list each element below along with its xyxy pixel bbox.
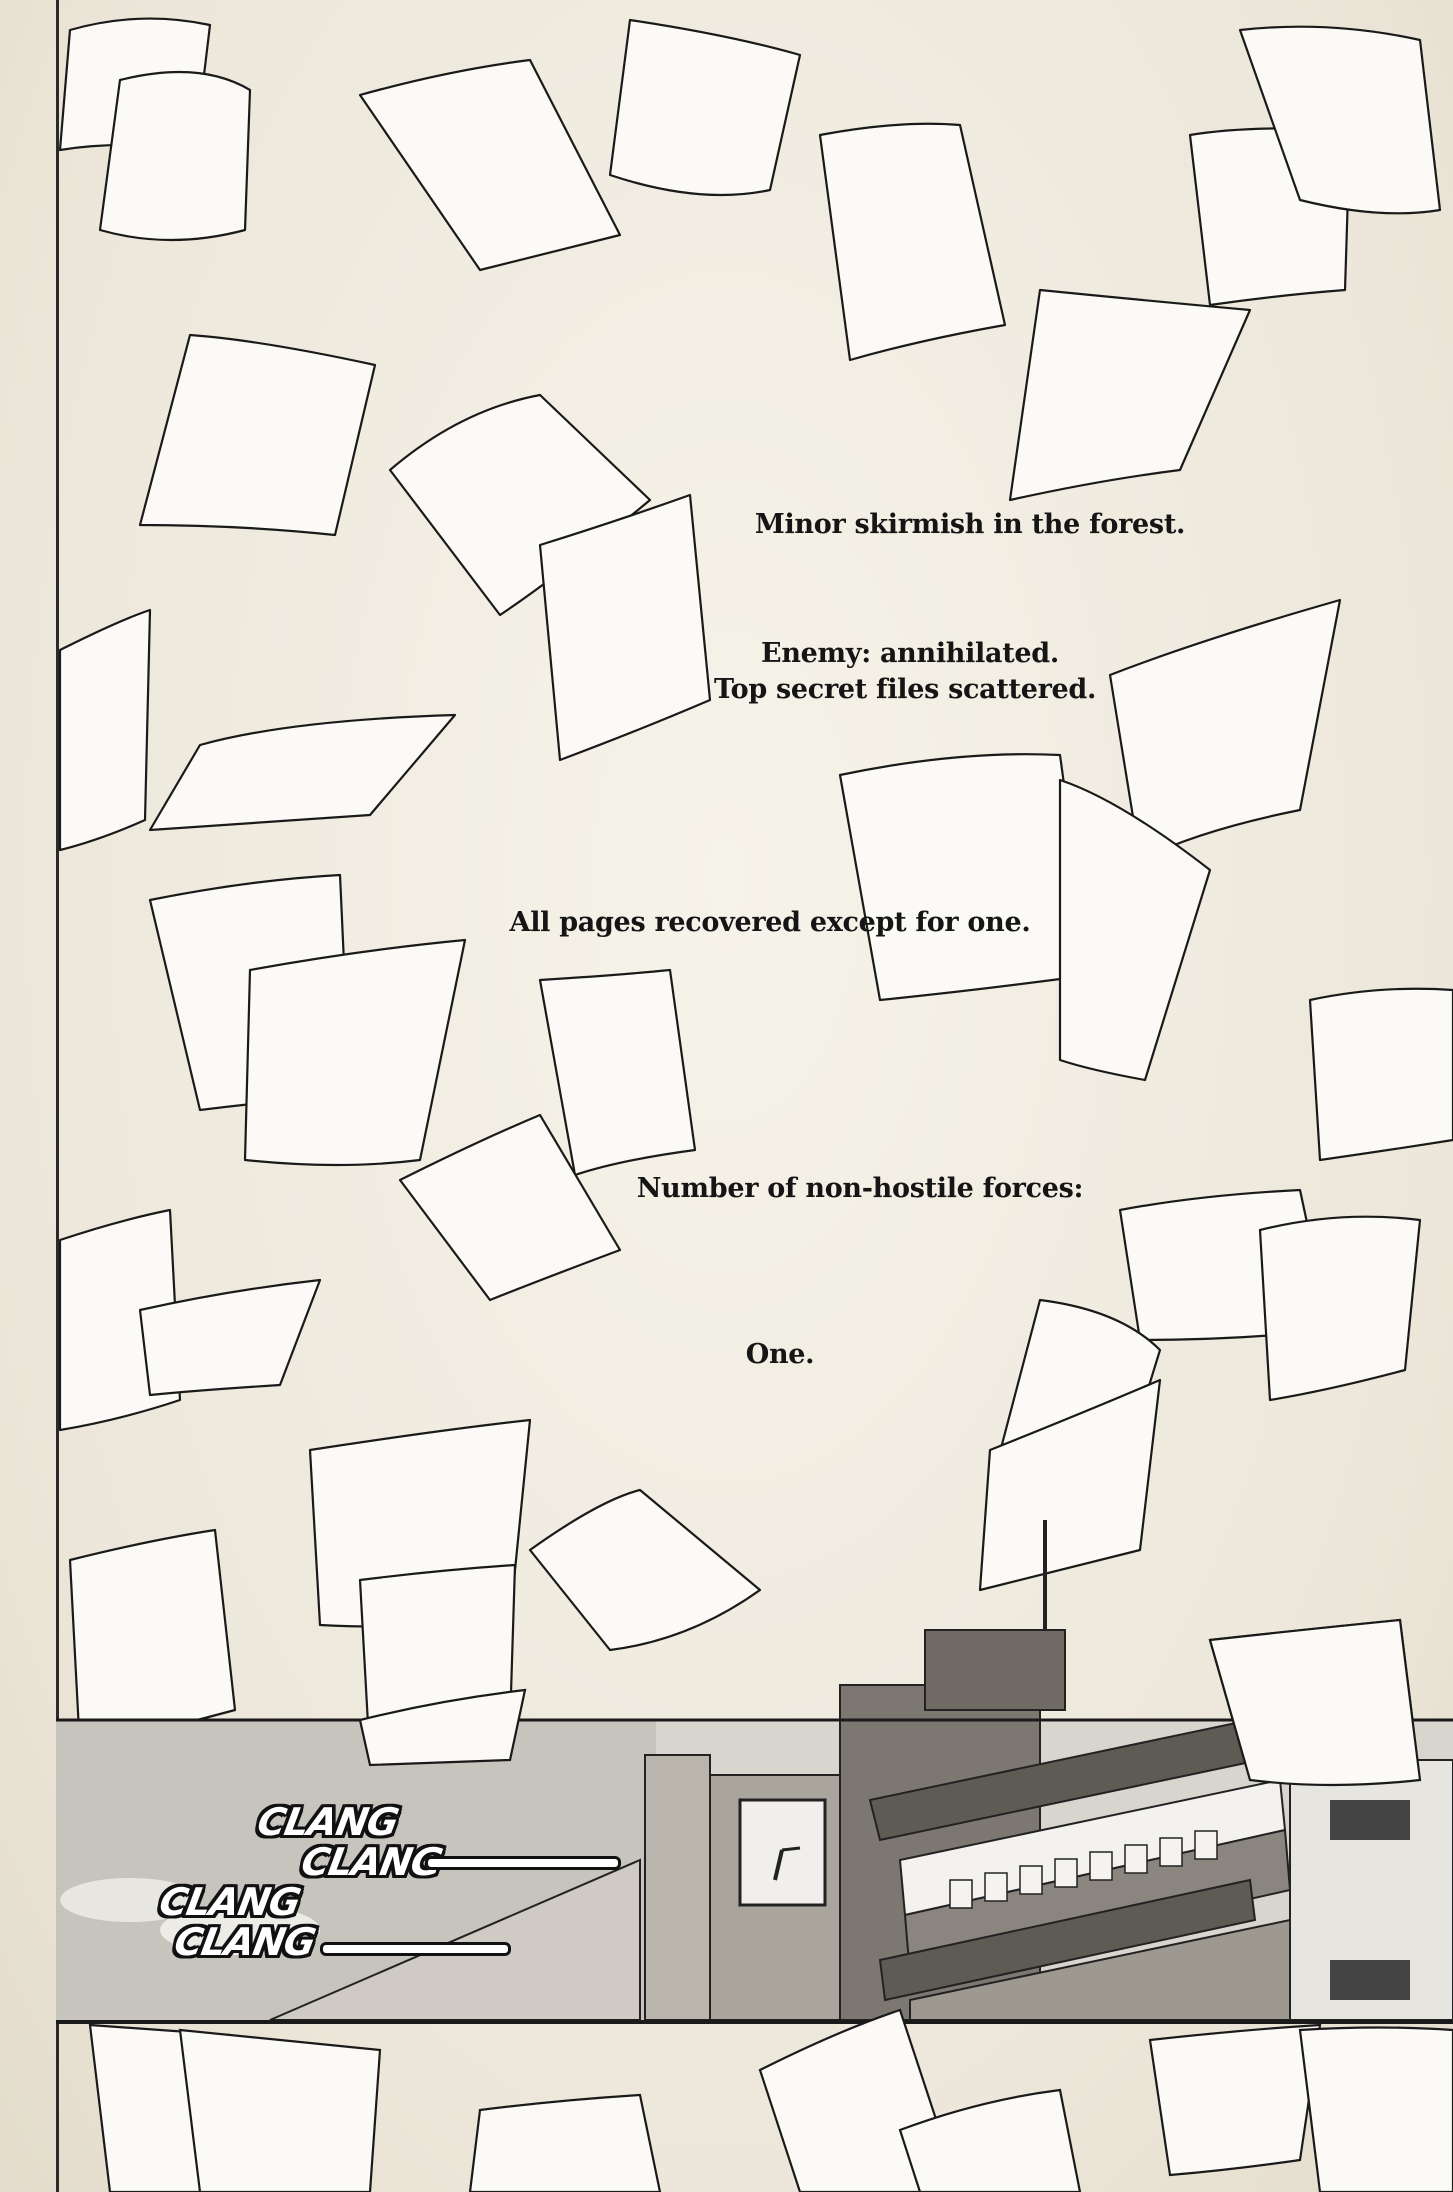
caption-files: Top secret files scattered. [713, 674, 1097, 705]
caption-pages: All pages recovered except for one. [509, 907, 1031, 938]
school-building-panel [56, 1520, 1453, 2021]
sfx-clang-1: CLANG [254, 1800, 402, 1844]
sfx-clang-3: CLANG [156, 1880, 304, 1924]
caption-skirmish: Minor skirmish in the forest. [754, 509, 1186, 540]
motion-line-1 [425, 1856, 621, 1870]
caption-enemy: Enemy: annihilated. [761, 638, 1059, 669]
motion-line-2 [320, 1942, 511, 1956]
panel-border [56, 0, 1453, 2192]
sfx-clang-2: CLANG [298, 1840, 446, 1884]
caption-forces: Number of non-hostile forces: [636, 1173, 1084, 1204]
caption-one: One. [745, 1339, 815, 1370]
sfx-clang-4: CLANG [171, 1920, 319, 1964]
